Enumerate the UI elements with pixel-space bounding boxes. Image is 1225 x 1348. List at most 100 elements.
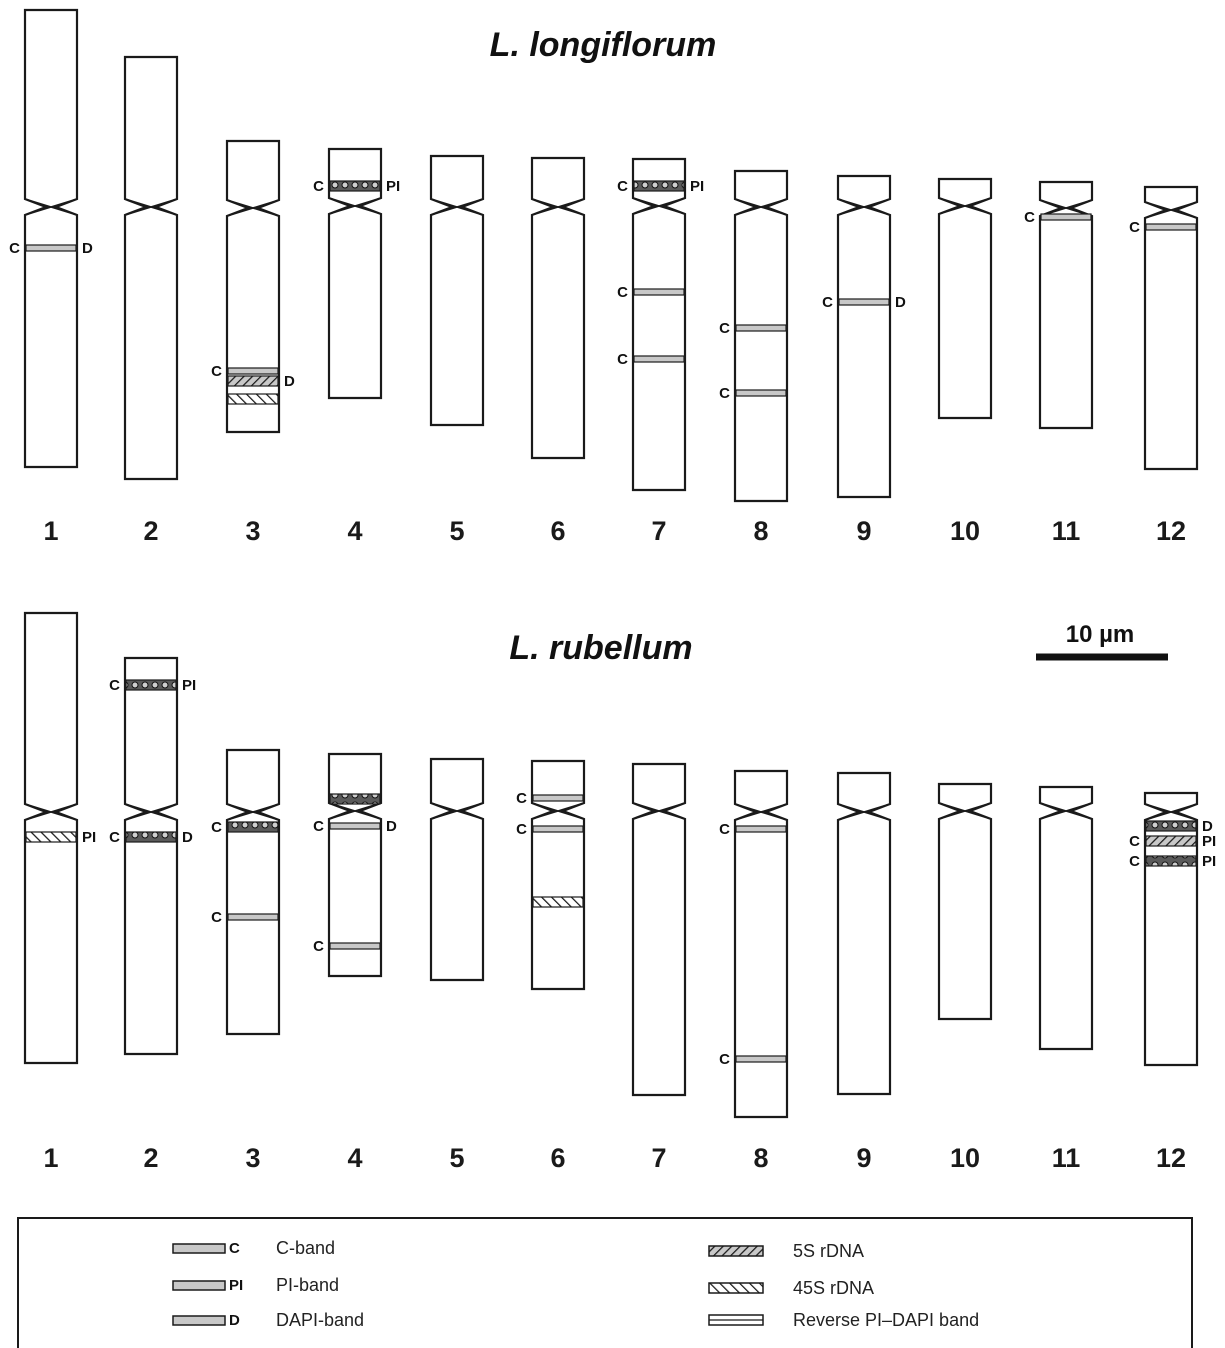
band-label-left: C xyxy=(719,821,730,838)
panel-title-top: L. longiflorum xyxy=(490,26,717,64)
chromosome-number: 2 xyxy=(143,516,158,546)
chromosome-8: CC xyxy=(719,169,789,503)
legend-swatch xyxy=(708,1282,764,1294)
legend-swatch xyxy=(172,1280,226,1291)
legend-label: 5S rDNA xyxy=(793,1241,864,1261)
chromosome-outline xyxy=(937,177,993,420)
band-c xyxy=(25,244,77,252)
band-label-left: C xyxy=(9,240,20,257)
legend-swatch xyxy=(172,1243,226,1254)
chromosome-10 xyxy=(937,177,993,420)
chromosome-number: 10 xyxy=(950,516,980,546)
chromosome-outline xyxy=(631,762,687,1097)
band-c xyxy=(532,825,584,833)
chromosome-outline xyxy=(1143,791,1199,1067)
band-rpd xyxy=(633,180,685,192)
chromosome-7 xyxy=(631,762,687,1097)
band-label-left: C xyxy=(617,284,628,301)
band-5s xyxy=(227,375,279,387)
legend-swatch xyxy=(172,1315,226,1326)
chromosome-outline xyxy=(530,156,586,460)
band-label-left: C xyxy=(1024,209,1035,226)
chromosome-outline xyxy=(123,656,179,1056)
band-c xyxy=(838,298,890,306)
band-c xyxy=(329,942,381,950)
band-label-right: PI xyxy=(690,178,704,195)
chromosome-9 xyxy=(836,771,892,1096)
band-label-left: C xyxy=(719,320,730,337)
chromosome-number: 12 xyxy=(1156,516,1186,546)
band-label-left: C xyxy=(822,294,833,311)
legend-item-c-band: C C-band xyxy=(172,1238,335,1258)
band-rpd xyxy=(1145,820,1197,832)
chromosome-outline xyxy=(1143,185,1199,471)
chromosome-outline xyxy=(23,8,79,469)
chromosome-number: 9 xyxy=(856,516,871,546)
chromosome-4: C D C xyxy=(313,752,397,978)
chromosome-number: 4 xyxy=(347,1143,362,1173)
chromosome-10 xyxy=(937,782,993,1021)
chromosome-outline xyxy=(937,782,993,1021)
chromosome-outline xyxy=(733,769,789,1119)
band-label-left: C xyxy=(1129,219,1140,236)
band-label-right: D xyxy=(1202,818,1213,835)
band-c xyxy=(633,288,685,296)
chromosome-outline xyxy=(631,157,687,492)
chromosome-number: 1 xyxy=(43,516,58,546)
chromosome-number: 5 xyxy=(449,1143,464,1173)
band-label-left: C xyxy=(211,363,222,380)
band-label-right: PI xyxy=(1202,853,1216,870)
band-c xyxy=(633,355,685,363)
band-label-right: D xyxy=(82,240,93,257)
chromosome-outline xyxy=(327,147,383,400)
band-label-right: D xyxy=(182,829,193,846)
chromosome-outline xyxy=(1038,180,1094,430)
chromosome-outline xyxy=(123,55,179,481)
band-rpd xyxy=(329,793,381,805)
band-label-left: C xyxy=(719,385,730,402)
band-label-left: C xyxy=(516,790,527,807)
band-c xyxy=(532,794,584,802)
band-label-right: D xyxy=(895,294,906,311)
chromosome-number: 1 xyxy=(43,1143,58,1173)
band-label-right: PI xyxy=(1202,833,1216,850)
chromosome-11 xyxy=(1038,785,1094,1051)
band-label-right: D xyxy=(386,818,397,835)
chromosome-number: 8 xyxy=(753,1143,768,1173)
legend-label: Reverse PI–DAPI band xyxy=(793,1310,979,1330)
legend-label: DAPI-band xyxy=(276,1310,364,1330)
chromosome-1: PI xyxy=(23,611,96,1065)
chromosome-12: C xyxy=(1129,185,1199,471)
band-label-left: C xyxy=(211,819,222,836)
chromosome-outline xyxy=(327,752,383,978)
chromosome-number: 3 xyxy=(245,1143,260,1173)
band-rpd xyxy=(227,821,279,833)
band-label-left: C xyxy=(1129,853,1140,870)
band-label-left: C xyxy=(313,938,324,955)
band-5s xyxy=(1145,835,1197,847)
chromosome-outline xyxy=(836,174,892,499)
chromosome-number: 3 xyxy=(245,516,260,546)
band-label-left: C xyxy=(109,677,120,694)
band-label-left: C xyxy=(313,818,324,835)
chromosome-number: 5 xyxy=(449,516,464,546)
band-rpd xyxy=(125,679,177,691)
chromosome-number: 9 xyxy=(856,1143,871,1173)
band-label-right: PI xyxy=(182,677,196,694)
legend-item-5s-rdna: 5S rDNA xyxy=(708,1241,864,1261)
legend-label: C-band xyxy=(276,1238,335,1258)
chromosome-outline xyxy=(530,759,586,991)
band-c xyxy=(735,1055,787,1063)
legend-letter: C xyxy=(229,1240,240,1257)
chromosome-number: 12 xyxy=(1156,1143,1186,1173)
band-rpd xyxy=(329,180,381,192)
chromosome-outline xyxy=(836,771,892,1096)
band-label-left: C xyxy=(617,178,628,195)
